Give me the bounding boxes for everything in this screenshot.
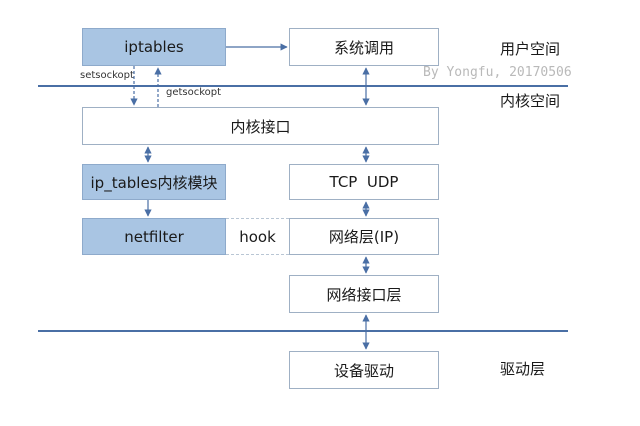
watermark: By Yongfu, 20170506 xyxy=(423,65,572,80)
setsockopt-label: setsockopt xyxy=(80,70,134,81)
user-space-label: 用户空间 xyxy=(500,40,561,58)
netfilter-label: netfilter xyxy=(124,227,184,246)
net-interface-layer-label: 网络接口层 xyxy=(326,285,402,304)
syscall-box: 系统调用 xyxy=(289,28,439,66)
syscall-label: 系统调用 xyxy=(333,38,394,57)
hook-box: hook xyxy=(226,218,289,255)
ip-tables-module-label: ip_tables内核模块 xyxy=(90,173,218,192)
iptables-box: iptables xyxy=(82,28,226,66)
tcp-udp-label: TCP UDP xyxy=(329,173,399,191)
kernel-interface-box: 内核接口 xyxy=(82,107,439,145)
hook-label: hook xyxy=(239,227,276,246)
kernel-space-label: 内核空间 xyxy=(500,92,561,110)
netfilter-box: netfilter xyxy=(82,218,226,255)
network-layer-label: 网络层(IP) xyxy=(328,228,400,246)
iptables-label: iptables xyxy=(124,38,184,56)
device-driver-box: 设备驱动 xyxy=(289,351,439,389)
device-driver-label: 设备驱动 xyxy=(333,361,394,380)
ip-tables-module-box: ip_tables内核模块 xyxy=(82,164,226,200)
tcp-udp-box: TCP UDP xyxy=(289,164,439,200)
driver-layer-label: 驱动层 xyxy=(500,360,546,378)
kernel-interface-label: 内核接口 xyxy=(230,117,291,136)
user-kernel-separator xyxy=(38,85,568,87)
net-interface-layer-box: 网络接口层 xyxy=(289,275,439,313)
kernel-driver-separator xyxy=(38,330,568,332)
getsockopt-label: getsockopt xyxy=(166,87,222,98)
network-layer-box: 网络层(IP) xyxy=(289,218,439,255)
